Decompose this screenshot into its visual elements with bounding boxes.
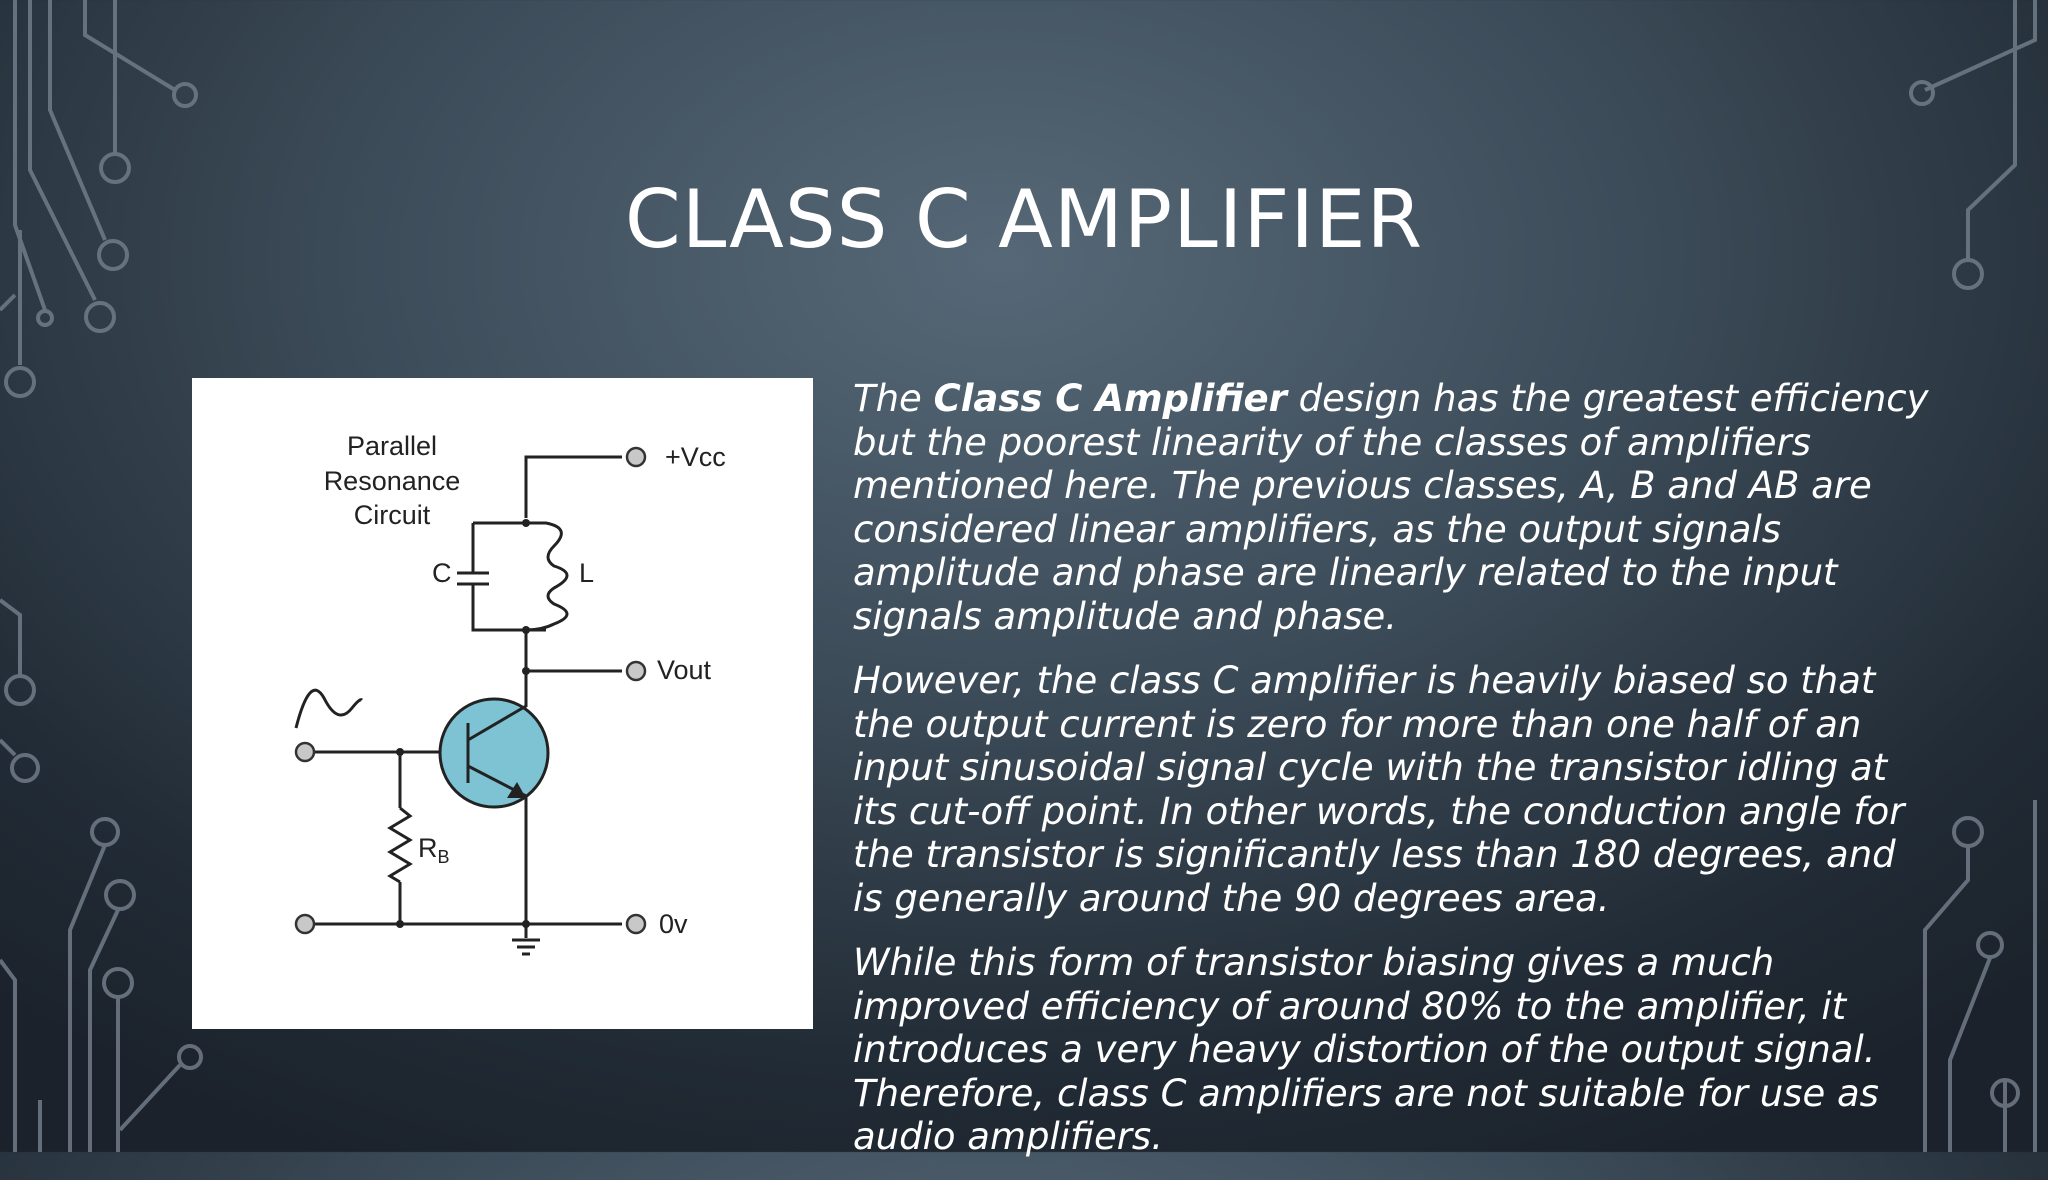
class-c-amplifier-schematic: Parallel Resonance Circuit +Vcc C L Vout… — [294, 431, 726, 956]
resonance-label-line2: Resonance — [324, 466, 461, 496]
slide-body: The Class C Amplifier design has the gre… — [853, 377, 1933, 1180]
transistor-collector — [467, 675, 528, 742]
circuit-figure: Parallel Resonance Circuit +Vcc C L Vout… — [192, 378, 813, 1029]
vcc-wire — [524, 455, 622, 518]
capacitor-label: C — [432, 558, 452, 588]
capacitor-bottom-wire — [471, 584, 546, 632]
resistor — [387, 806, 413, 884]
inductor-label: L — [579, 558, 594, 588]
ground-label: 0v — [659, 909, 688, 939]
ground-output-terminal — [625, 913, 647, 935]
resonance-label-line3: Circuit — [354, 500, 431, 530]
paragraph-1: The Class C Amplifier design has the gre… — [853, 377, 1929, 638]
vout-terminal — [625, 660, 647, 682]
paragraph-3: While this form of transistor biasing gi… — [853, 941, 1879, 1158]
paragraph-2: However, the class C amplifier is heavil… — [853, 659, 1905, 920]
circuit-trace-decoration — [0, 0, 2037, 1152]
sine-wave-icon — [294, 688, 364, 729]
resonance-label-line1: Parallel — [347, 431, 437, 461]
vcc-terminal — [625, 446, 647, 468]
vcc-label: +Vcc — [665, 442, 726, 472]
transistor-body — [438, 697, 550, 809]
class-c-term: Class C Amplifier — [933, 377, 1287, 420]
input-terminal — [294, 741, 316, 763]
transistor-emitter-arrow — [507, 782, 526, 798]
slide-title: CLASS C AMPLIFIER — [624, 173, 1424, 266]
ground-input-terminal — [294, 913, 316, 935]
vout-label: Vout — [657, 655, 712, 685]
ground-symbol — [512, 938, 540, 956]
resistor-label: RB — [418, 833, 450, 867]
inductor-coil — [525, 521, 569, 632]
